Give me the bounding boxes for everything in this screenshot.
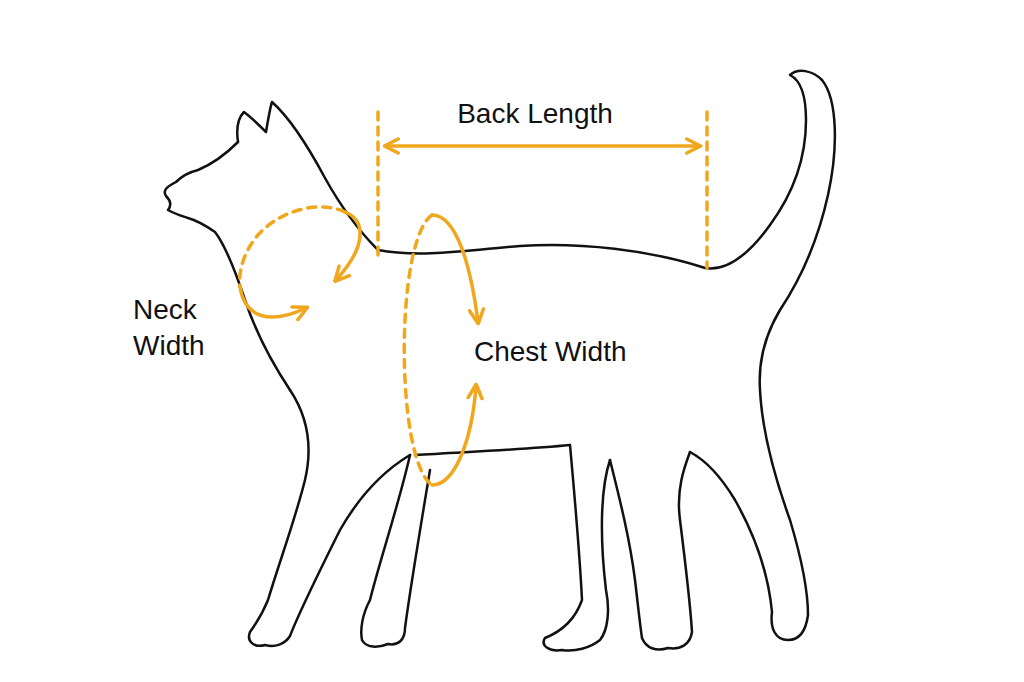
measure-marks (240, 112, 707, 485)
chest-loop-front (432, 386, 476, 485)
measure-label: Chest Width (474, 334, 627, 370)
measure-label: Neck Width (133, 292, 243, 365)
neck-loop-back (240, 207, 345, 287)
back-length-guide (705, 112, 709, 268)
chest-loop-front (432, 215, 478, 322)
back-length-arrow (386, 144, 699, 148)
measure-label: Back Length (457, 96, 613, 132)
neck-loop-front (336, 212, 360, 280)
back-length-guide (376, 112, 380, 255)
cat-outline (165, 71, 835, 651)
chest-loop-back (404, 215, 432, 485)
neck-loop-front (240, 287, 306, 317)
